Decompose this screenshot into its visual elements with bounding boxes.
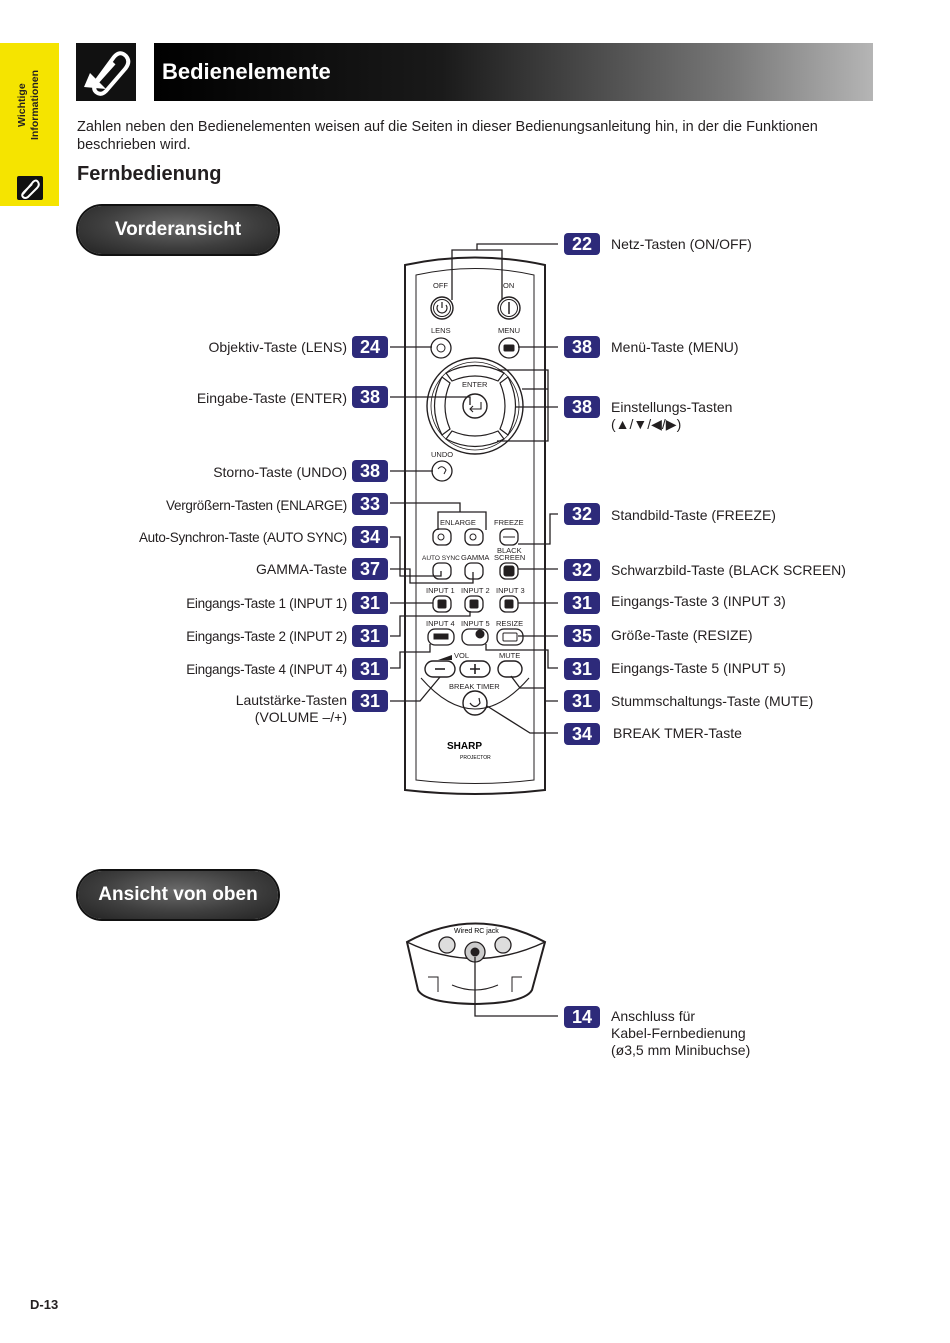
callout-mute-label: Stummschaltungs-Taste (MUTE) <box>611 693 814 709</box>
callout-enlarge-label: Vergrößern-Tasten (ENLARGE) <box>166 498 347 513</box>
callout-break-timer-label: BREAK TMER-Taste <box>613 725 742 741</box>
callout-menu-page-badge: 38 <box>564 336 600 358</box>
callout-input5-page-badge: 31 <box>564 658 600 680</box>
remote-label-input3: INPUT 3 <box>496 586 525 595</box>
remote-label-gamma: GAMMA <box>461 553 489 562</box>
callout-volume-label: Lautstärke-Tasten (VOLUME –/+) <box>236 692 347 726</box>
callout-volume-line2: (VOLUME –/+) <box>254 709 347 725</box>
remote-label-mute: MUTE <box>499 651 520 660</box>
remote-label-auto-sync: AUTO SYNC <box>422 555 460 562</box>
callout-auto-sync-page-badge: 34 <box>352 526 388 548</box>
callout-adjust-line1: Einstellungs-Tasten <box>611 399 733 415</box>
remote-label-input1: INPUT 1 <box>426 586 455 595</box>
remote-label-off: OFF <box>433 281 448 290</box>
callout-wired-rc-label: Anschluss für Kabel-Fernbedienung (ø3,5 … <box>611 1008 750 1059</box>
remote-label-input5: INPUT 5 <box>461 619 490 628</box>
remote-label-projector: PROJECTOR <box>460 755 491 761</box>
callout-input2-label: Eingangs-Taste 2 (INPUT 2) <box>186 629 347 644</box>
remote-label-input2: INPUT 2 <box>461 586 490 595</box>
callout-input1-label: Eingangs-Taste 1 (INPUT 1) <box>186 596 347 611</box>
callout-enlarge-page-badge: 33 <box>352 493 388 515</box>
callout-resize-page-badge: 35 <box>564 625 600 647</box>
wired-rc-jack-label: Wired RC jack <box>454 928 499 935</box>
callout-menu-label: Menü-Taste (MENU) <box>611 339 739 355</box>
paperclip-icon <box>17 176 43 200</box>
callout-freeze-page-badge: 32 <box>564 503 600 525</box>
remote-label-vol: VOL <box>454 651 469 660</box>
callout-mute-page-badge: 31 <box>564 690 600 712</box>
section-title: Fernbedienung <box>77 163 222 185</box>
callout-undo-page-badge: 38 <box>352 460 388 482</box>
remote-label-menu: MENU <box>498 326 520 335</box>
callout-enter-label: Eingabe-Taste (ENTER) <box>196 390 347 406</box>
remote-label-undo: UNDO <box>431 450 453 459</box>
top-view-heading: Ansicht von oben <box>78 871 278 919</box>
callout-wired-rc-page-badge: 14 <box>564 1006 600 1028</box>
remote-label-on: ON <box>503 281 514 290</box>
callout-wired-rc-line3: (ø3,5 mm Minibuchse) <box>611 1042 751 1058</box>
page-number: D-13 <box>30 1297 59 1312</box>
remote-label-freeze: FREEZE <box>494 518 524 527</box>
callout-black-screen-page-badge: 32 <box>564 559 600 581</box>
callout-enter-page-badge: 38 <box>352 386 388 408</box>
callout-input3-label: Eingangs-Taste 3 (INPUT 3) <box>611 593 786 609</box>
remote-label-enter: ENTER <box>462 380 488 389</box>
callout-adjust-line2: (▲/▼/◀/▶) <box>611 416 682 432</box>
front-view-heading: Vorderansicht <box>78 206 278 254</box>
remote-label-resize: RESIZE <box>496 619 523 628</box>
callout-break-timer-page-badge: 34 <box>564 723 600 745</box>
callout-power-label: Netz-Tasten (ON/OFF) <box>611 236 752 252</box>
remote-brand-logo: SHARP <box>447 741 482 752</box>
remote-label-break-timer: BREAK TIMER <box>449 682 500 691</box>
callout-freeze-label: Standbild-Taste (FREEZE) <box>611 507 776 523</box>
callout-black-screen-label: Schwarzbild-Taste (BLACK SCREEN) <box>611 562 846 578</box>
intro-text: Zahlen neben den Bedienelementen weisen … <box>77 119 818 153</box>
callout-wired-rc-line1: Anschluss für <box>611 1008 696 1024</box>
remote-label-black: BLACK <box>497 546 522 555</box>
callout-auto-sync-label: Auto-Synchron-Taste (AUTO SYNC) <box>138 530 347 545</box>
callout-gamma-label: GAMMA-Taste <box>255 561 347 577</box>
callout-input4-label: Eingangs-Taste 4 (INPUT 4) <box>186 662 347 677</box>
callout-resize-label: Größe-Taste (RESIZE) <box>611 627 753 643</box>
header-bar <box>154 43 873 101</box>
callout-lens-label: Objektiv-Taste (LENS) <box>208 339 347 355</box>
page-title: Bedienelemente <box>162 59 331 84</box>
callout-undo-label: Storno-Taste (UNDO) <box>213 464 347 480</box>
callout-volume-page-badge: 31 <box>352 690 388 712</box>
callout-lens-page-badge: 24 <box>352 336 388 358</box>
callout-input3-page-badge: 31 <box>564 592 600 614</box>
remote-label-enlarge: ENLARGE <box>440 518 476 527</box>
callout-power-page-badge: 22 <box>564 233 600 255</box>
remote-label-lens: LENS <box>431 326 451 335</box>
callout-input4-page-badge: 31 <box>352 658 388 680</box>
remote-label-input4: INPUT 4 <box>426 619 455 628</box>
paperclip-icon <box>76 43 136 101</box>
callout-adjust-label: Einstellungs-Tasten (▲/▼/◀/▶) <box>611 399 732 433</box>
callout-adjust-page-badge: 38 <box>564 396 600 418</box>
callout-wired-rc-line2: Kabel-Fernbedienung <box>611 1025 746 1041</box>
callout-input2-page-badge: 31 <box>352 625 388 647</box>
remote-label-screen: SCREEN <box>494 553 525 562</box>
callout-input1-page-badge: 31 <box>352 592 388 614</box>
callout-gamma-page-badge: 37 <box>352 558 388 580</box>
callout-input5-label: Eingangs-Taste 5 (INPUT 5) <box>611 660 786 676</box>
callout-volume-line1: Lautstärke-Tasten <box>235 692 347 708</box>
